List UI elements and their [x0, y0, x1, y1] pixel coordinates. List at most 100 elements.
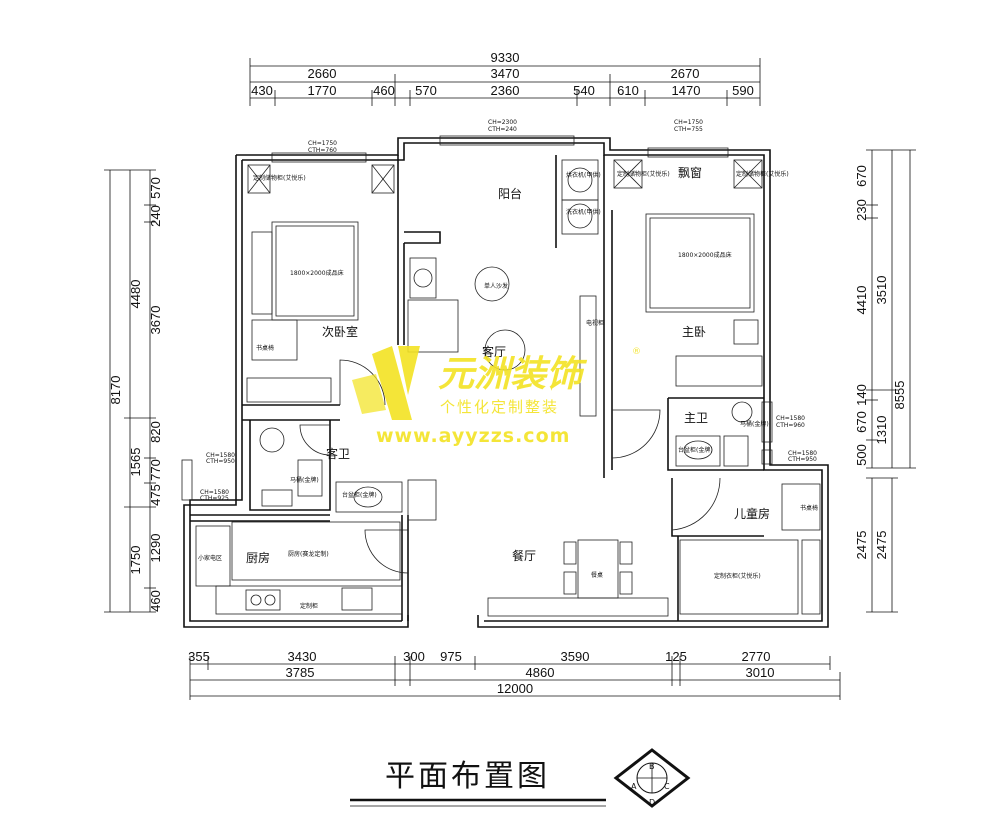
second-bedroom-furniture [246, 164, 395, 403]
window-cth-6: CTH=950 [206, 458, 235, 465]
dim-top-fine-5: 2360 [491, 83, 520, 98]
dim-left-total: 8170 [108, 376, 123, 405]
room-balcony: 阳台 [498, 186, 522, 201]
watermark-reg: ® [632, 347, 643, 357]
room-master-bed: 主卧 [682, 325, 706, 339]
dim-bottom-fine-2: 3430 [288, 649, 317, 664]
dim-top-mid-2: 3470 [491, 66, 520, 81]
dim-right-fine-3: 4410 [854, 286, 869, 315]
wardrobe-label-3: 定制储物柜(艾悦乐) [736, 170, 789, 178]
dim-right-fine-4: 140 [854, 384, 869, 406]
top-dimension-lines [249, 58, 761, 106]
dim-right-fine-6: 500 [854, 444, 869, 466]
kitchen-furniture [195, 521, 403, 615]
dim-top-fine-1: 430 [251, 83, 273, 98]
small-appliance-label: 小家电区 [198, 554, 222, 562]
dim-top-fine-4: 570 [415, 83, 437, 98]
kids-room-furniture [679, 483, 821, 615]
wardrobe-label-2: 定制储物柜(艾悦乐) [617, 170, 670, 178]
page-title: 平面布置图 [385, 759, 550, 794]
room-living: 客厅 [482, 344, 506, 359]
custom-cabinet-label-1: 定制柜 [300, 602, 318, 610]
single-sofa-label: 单人沙发 [484, 282, 508, 290]
compass-d: D [649, 798, 655, 807]
dim-bottom-fine-7: 2770 [742, 649, 771, 664]
dim-bottom-fine-5: 3590 [561, 649, 590, 664]
window-cth-4: CTH=960 [776, 422, 805, 429]
watermark-brand: 元洲装饰 [438, 354, 588, 395]
desk-label-2: 书桌椅 [800, 504, 818, 512]
dim-right-mid-2: 1310 [874, 416, 889, 445]
dim-bottom-fine-1: 355 [188, 649, 210, 664]
compass-b: B [649, 762, 655, 771]
compass-a: A [631, 782, 637, 791]
dim-left-mid-1: 4480 [128, 280, 143, 309]
dim-bottom-fine-6: 125 [665, 649, 687, 664]
dim-top-fine-8: 1470 [672, 83, 701, 98]
interior-walls [190, 155, 764, 621]
dim-top-fine-2: 1770 [308, 83, 337, 98]
dining-furniture [487, 539, 669, 617]
dim-right-mid-1: 3510 [874, 276, 889, 305]
bed-master-label: 1800×2000成品床 [678, 251, 732, 259]
dim-left-fine-3: 3670 [148, 306, 163, 335]
room-dining: 餐厅 [512, 548, 536, 563]
dim-bottom-total: 12000 [497, 681, 533, 696]
dim-bottom-mid-3: 3010 [746, 665, 775, 680]
dim-bottom-mid-2: 4860 [526, 665, 555, 680]
window-cth-3: CTH=755 [674, 126, 703, 133]
watermark-slogan: 个性化定制整装 [440, 398, 559, 416]
watermark-logo-icon [352, 346, 420, 420]
dim-left-mid-3: 1750 [128, 546, 143, 575]
room-kitchen: 厨房 [246, 550, 270, 565]
window-ch-3: CH=1750 [674, 119, 703, 126]
watermark-url: www.ayyzzs.com [376, 425, 570, 447]
tv-cabinet-label: 电视柜 [586, 319, 604, 327]
dim-left-fine-6: 475 [148, 484, 163, 506]
balcony-furniture [407, 159, 599, 417]
room-guest-bath: 客卫 [326, 446, 350, 461]
dim-left-fine-2: 240 [148, 205, 163, 227]
right-dimension-lines [866, 149, 916, 613]
dryer-label: 烘衣机(甲供) [566, 171, 601, 179]
basin-label-1: 台盆柜(金牌) [342, 491, 377, 499]
basin-label-2: 台盆柜(金牌) [678, 446, 713, 454]
bed-second-label: 1800×2000成品床 [290, 269, 344, 277]
dim-top-fine-9: 590 [732, 83, 754, 98]
window-ch-1: CH=1750 [308, 140, 337, 147]
dim-right-fine-5: 670 [854, 411, 869, 433]
window-ch-6: CH=1580 [206, 452, 235, 459]
dim-bottom-fine-3: 300 [403, 649, 425, 664]
dim-right-fine-7: 2475 [854, 531, 869, 560]
window-cth-1: CTH=760 [308, 147, 337, 154]
dim-bottom-fine-4: 975 [440, 649, 462, 664]
dim-top-mid-1: 2660 [308, 66, 337, 81]
toilet-label-1: 马桶(金牌) [290, 476, 319, 484]
dim-right-fine-2: 230 [854, 199, 869, 221]
room-kids: 儿童房 [734, 506, 770, 521]
bath-furniture [259, 401, 753, 521]
desk-label-1: 书桌椅 [256, 344, 274, 352]
dim-top-fine-6: 540 [573, 83, 595, 98]
windows [181, 135, 773, 501]
window-ch-4: CH=1580 [776, 415, 805, 422]
doors [299, 359, 721, 574]
dim-left-fine-7: 1290 [148, 534, 163, 563]
toilet-label-2: 马桶(金牌) [740, 420, 769, 428]
dim-left-fine-1: 570 [148, 177, 163, 199]
dim-top-fine-3: 460 [373, 83, 395, 98]
watermark: 元洲装饰 ® 个性化定制整装 www.ayyzzs.com [352, 346, 643, 447]
dim-top-total: 9330 [491, 50, 520, 65]
bottom-dimension-lines [189, 656, 841, 700]
dim-left-fine-5: 770 [148, 459, 163, 481]
room-master-bath: 主卫 [684, 411, 708, 425]
dim-top-mid-3: 2670 [671, 66, 700, 81]
window-cth-5: CTH=925 [200, 495, 229, 502]
dim-right-fine-1: 670 [854, 165, 869, 187]
dim-left-mid-2: 1565 [128, 448, 143, 477]
window-ch-7: CH=1580 [788, 450, 817, 457]
washer-label: 洗衣机(甲供) [566, 208, 601, 216]
window-ch-5: CH=1580 [200, 489, 229, 496]
room-second-bed: 次卧室 [322, 324, 358, 339]
